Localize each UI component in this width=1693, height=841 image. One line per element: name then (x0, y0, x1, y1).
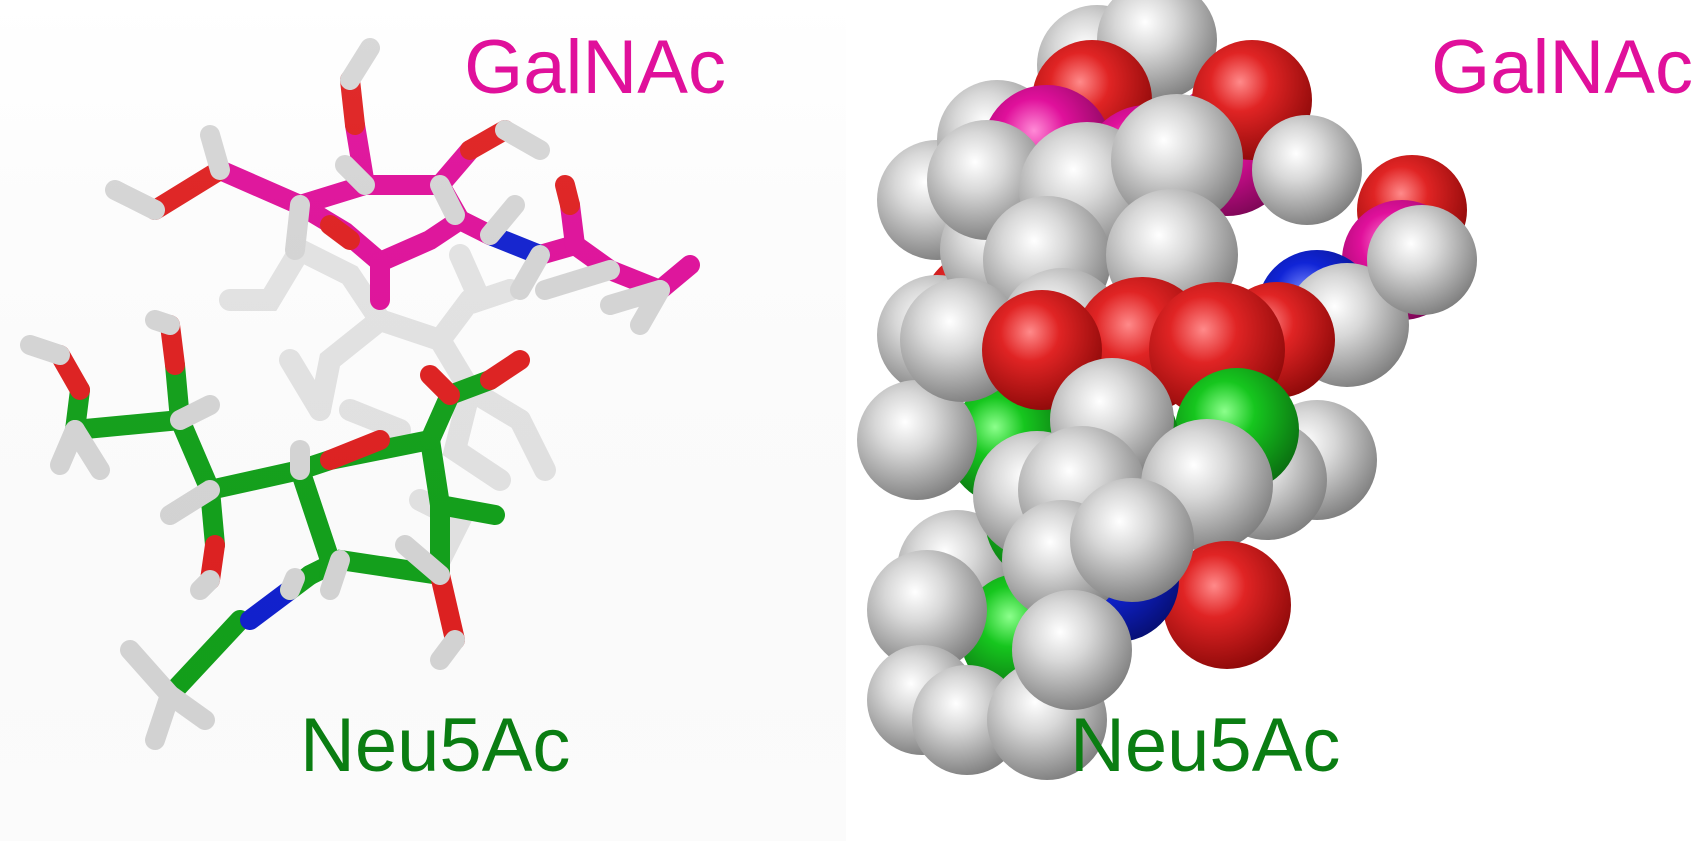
stick-model-render (0, 0, 846, 841)
space-filling-panel: GalNAc Neu5Ac (847, 0, 1693, 841)
galnac-label: GalNAc (1431, 25, 1693, 110)
atom-spheres (857, 0, 1477, 780)
stick-model-panel: GalNAc Neu5Ac (0, 0, 846, 841)
neu5ac-label: Neu5Ac (1070, 703, 1341, 788)
space-filling-render (857, 0, 1477, 780)
neu5ac-label: Neu5Ac (300, 703, 571, 788)
galnac-label: GalNAc (464, 25, 726, 110)
